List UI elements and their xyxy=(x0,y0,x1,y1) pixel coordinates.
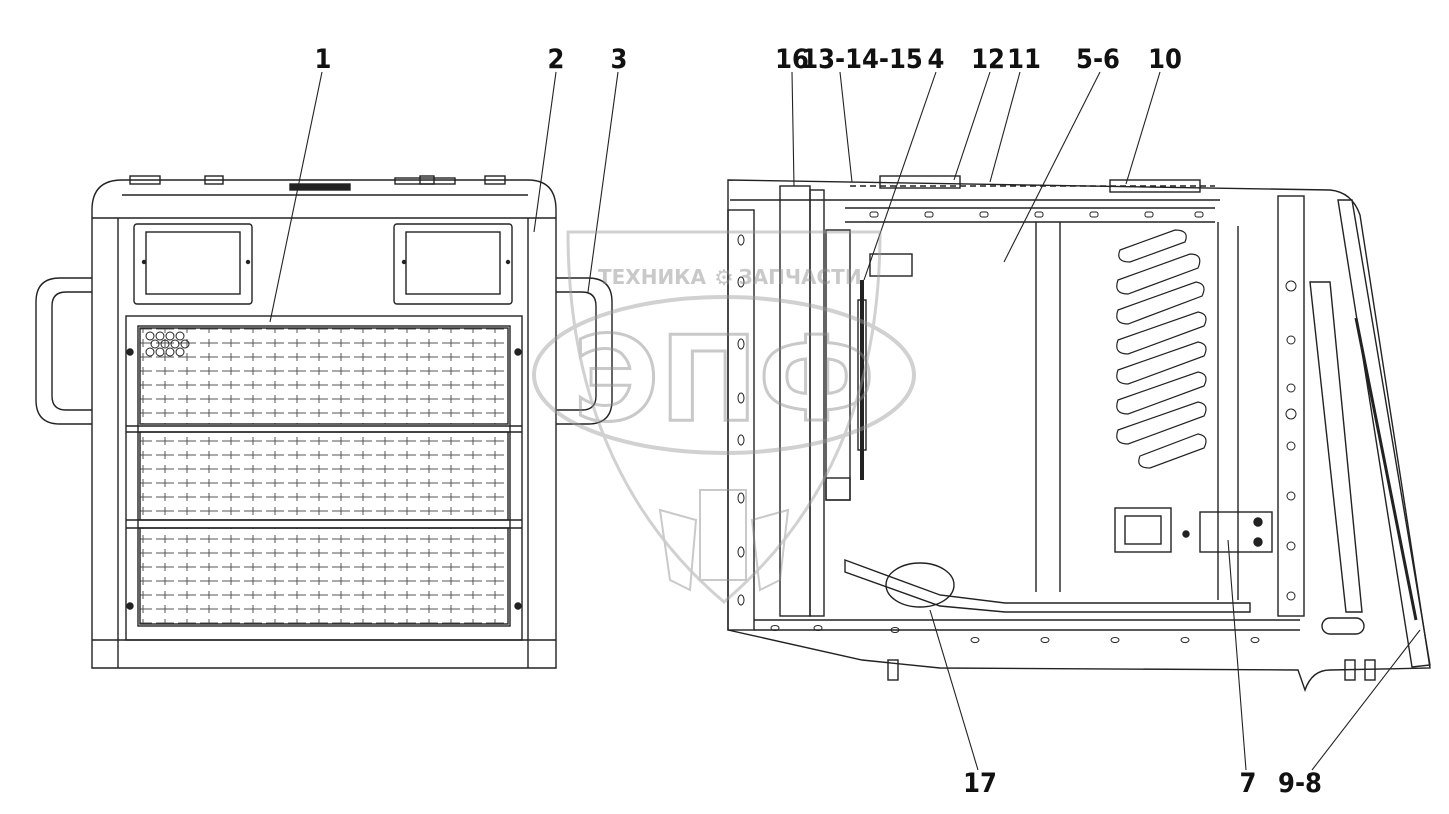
roof-hinges xyxy=(129,175,506,191)
callout-1: 1 xyxy=(315,44,332,75)
side-view xyxy=(727,175,1431,693)
sill-holes xyxy=(770,625,1260,643)
callout-2: 2 xyxy=(548,44,565,75)
louvre-slots xyxy=(1116,229,1207,469)
rear-pillar-holes xyxy=(1285,280,1297,601)
callout-16: 16 xyxy=(775,44,809,75)
latch-plate xyxy=(1199,511,1273,553)
callout-12: 12 xyxy=(971,44,1005,75)
right-handle xyxy=(556,277,613,425)
left-window-glass xyxy=(145,231,241,295)
callout-labels: 1 2 3 16 13-14-15 4 12 11 5-6 10 17 7 9-… xyxy=(315,44,1322,799)
grille-frame xyxy=(125,315,523,641)
grille-panel-1 xyxy=(139,327,509,425)
watermark: ЭПФ ТЕХНИКА ⚙ ЗАПЧАСТИ xyxy=(532,230,916,604)
callout-7: 7 xyxy=(1240,768,1257,799)
callout-17: 17 xyxy=(963,768,997,799)
watermark-wheat xyxy=(658,489,790,592)
front-pillar xyxy=(727,209,755,631)
right-window-frame xyxy=(393,223,513,305)
watermark-oval xyxy=(532,295,916,455)
watermark-logo-text: ЭПФ xyxy=(573,310,875,448)
front-view xyxy=(35,175,613,669)
rear-strut xyxy=(1354,317,1418,621)
side-outline xyxy=(727,179,1431,693)
callout-4: 4 xyxy=(928,44,945,75)
gear-icon: ⚙ xyxy=(714,265,734,290)
roof-hinge-12 xyxy=(879,175,961,189)
leader-lines xyxy=(269,71,1421,771)
grille-panel-3 xyxy=(139,527,509,625)
floor-hole-17 xyxy=(885,562,955,608)
rear-pillar xyxy=(1277,195,1305,617)
front-fasteners xyxy=(126,259,522,610)
rear-slot xyxy=(1321,617,1365,635)
callout-10: 10 xyxy=(1148,44,1182,75)
latch-screws xyxy=(1182,517,1263,547)
right-window-glass xyxy=(405,231,501,295)
callout-3: 3 xyxy=(611,44,628,75)
roof-beam-slots xyxy=(869,211,1204,218)
watermark-left-text: ТЕХНИКА xyxy=(598,265,707,289)
watermark-shield xyxy=(566,230,882,604)
left-window-frame xyxy=(133,223,253,305)
floor-beam xyxy=(844,558,1251,613)
callout-9-8: 9-8 xyxy=(1278,768,1322,799)
honeycomb-detail xyxy=(145,331,190,357)
callout-5-6: 5-6 xyxy=(1076,44,1120,75)
front-pillar-holes xyxy=(737,234,745,606)
rear-door-9-8 xyxy=(1337,199,1431,668)
latch-bracket-7 xyxy=(1114,507,1172,553)
callout-11: 11 xyxy=(1007,44,1041,75)
feet xyxy=(887,659,1376,681)
watermark-right-text: ЗАПЧАСТИ xyxy=(738,265,861,289)
cabinet-outline xyxy=(91,179,557,669)
left-handle xyxy=(35,277,92,425)
callout-13-14-15: 13-14-15 xyxy=(801,44,923,75)
grille-panel-2 xyxy=(139,431,509,521)
